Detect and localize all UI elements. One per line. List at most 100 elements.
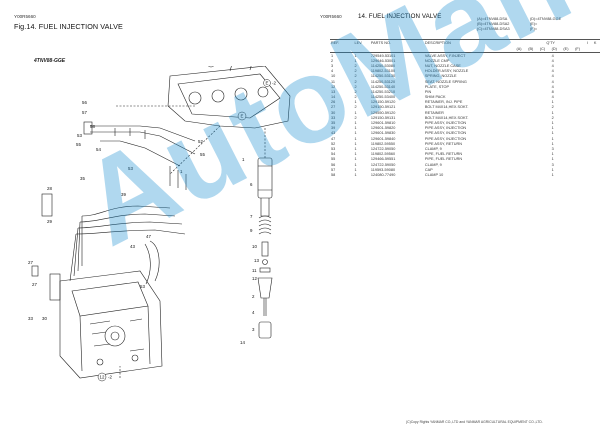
svg-text:1: 1 (242, 157, 245, 162)
col-d: (D) (550, 46, 563, 53)
cell-qty-e (562, 172, 574, 177)
cell-description: NUT, NOZZLE CASE (424, 63, 461, 68)
right-page-title: 14. FUEL INJECTION VALVE (358, 13, 442, 20)
cell-lev: 2 (354, 115, 357, 120)
svg-text:53: 53 (128, 166, 133, 171)
cell-ref: 10 (331, 74, 336, 79)
svg-text:12: 12 (252, 276, 257, 281)
cell-parts-no: 114250-53120 (370, 79, 396, 84)
cell-lev: 1 (354, 100, 357, 105)
svg-text:1: 1 (180, 169, 183, 174)
cell-qty-d: 1 (551, 131, 554, 136)
svg-text:13: 13 (254, 258, 259, 263)
cell-description: CLAMP 10 (424, 172, 444, 177)
col-c: (C) (538, 46, 551, 53)
svg-text:4: 4 (252, 310, 255, 315)
cell-ref: 33 (331, 115, 336, 120)
cell-description: BOLT M4X14,HEX.SOKT. (424, 105, 469, 110)
cell-qty-d: 3 (551, 162, 554, 167)
cell-ref: 35 (331, 121, 336, 126)
cell-description: CLAMP, 9 (424, 146, 442, 151)
cell-qty-d: 4 (551, 69, 554, 74)
variant-a: (A)=4TNV88-DSA (477, 17, 508, 21)
cell-ref: 2 (331, 58, 334, 63)
cell-lev: 2 (354, 95, 357, 100)
cell-lev: 1 (354, 146, 357, 151)
cell-qty-d: 4 (551, 58, 554, 63)
cell-qty-d: 1 (551, 157, 554, 162)
cell-qty-a (515, 172, 527, 177)
cell-parts-no: 129601-59830 (370, 131, 396, 136)
cell-qty-d: 2 (551, 105, 554, 110)
cell-description: PIN (424, 89, 432, 94)
cell-description: VALVE ASSY, F.INJECT (424, 53, 466, 58)
cell-qty-d: 1 (551, 167, 554, 172)
cell-ref: 56 (331, 162, 336, 167)
cell-description: BOLT M4X14,HEX.SOKT. (424, 115, 469, 120)
cell-parts-no: 129601-59840 (370, 136, 396, 141)
parts-list-table: REF. LEV. PARTS NO. DESCRIPTION Q'TY I K… (330, 39, 600, 178)
svg-text:35: 35 (80, 176, 85, 181)
svg-text:56: 56 (82, 100, 87, 105)
svg-text:3: 3 (252, 327, 255, 332)
cell-ref: 52 (331, 141, 336, 146)
cell-lev: 1 (354, 126, 357, 131)
cell-ref: 12 (331, 84, 336, 89)
col-a: (A) (515, 46, 528, 53)
col-parts-no: PARTS NO. (369, 39, 424, 46)
cell-ref: 4 (331, 69, 334, 74)
col-k: K (592, 39, 600, 46)
cell-ref: 54 (331, 152, 336, 157)
engine-model-label: 4TNV88-GGE (34, 58, 66, 64)
variant-d: (D)=4TNV88-GGE (530, 17, 562, 21)
right-page-code: Y00R5660 (320, 14, 342, 19)
cell-description: SEAT, NOZZLE SPRING (424, 79, 467, 84)
cell-parts-no: 119593-59080 (370, 167, 396, 172)
cell-parts-no: 129601-59810 (370, 121, 396, 126)
svg-text:11: 11 (252, 268, 257, 273)
cell-ref: 47 (331, 136, 336, 141)
cell-lev: 1 (354, 121, 357, 126)
cell-qty-d: 1 (551, 110, 554, 115)
svg-text:6: 6 (250, 182, 253, 187)
svg-text:47: 47 (146, 234, 151, 239)
svg-text:52: 52 (198, 139, 203, 144)
cell-description: CAP (424, 167, 433, 172)
left-page: Y00R5660 Fig.14. FUEL INJECTION VALVE 4T… (14, 14, 291, 382)
svg-text:54: 54 (96, 147, 101, 152)
cell-qty-d: 2 (551, 115, 554, 120)
variant-f: (F)= (530, 27, 538, 32)
cell-qty-d: 8 (551, 89, 554, 94)
svg-text:30: 30 (42, 316, 47, 321)
copyright-footer: (C)Copy Rights YANMAR CO.,LTD and YANMAR… (406, 420, 543, 424)
cell-ref: 26 (331, 100, 336, 105)
cell-parts-no: 119802-59550 (370, 141, 396, 146)
cell-parts-no: 129466-59551 (370, 157, 396, 162)
svg-text:55: 55 (200, 152, 205, 157)
svg-text:2: 2 (252, 294, 255, 299)
cell-qty-d: 1 (551, 141, 554, 146)
cell-description: SHIM PACK (424, 95, 446, 100)
cell-lev: 2 (354, 84, 357, 89)
svg-text:57: 57 (82, 110, 87, 115)
cell-parts-no: 129646-53001 (370, 58, 396, 63)
cell-lev: 1 (354, 172, 357, 177)
variant-b: (B)=4TNV88-DSA2 (477, 22, 510, 27)
cell-lev: 1 (354, 136, 357, 141)
svg-text:E: E (241, 114, 244, 119)
svg-text:-2: -2 (108, 375, 112, 380)
table-subheader-row: (A) (B) (C) (D) (E) (F) (330, 46, 600, 53)
cell-description: NOZZLE CMP (424, 58, 450, 63)
